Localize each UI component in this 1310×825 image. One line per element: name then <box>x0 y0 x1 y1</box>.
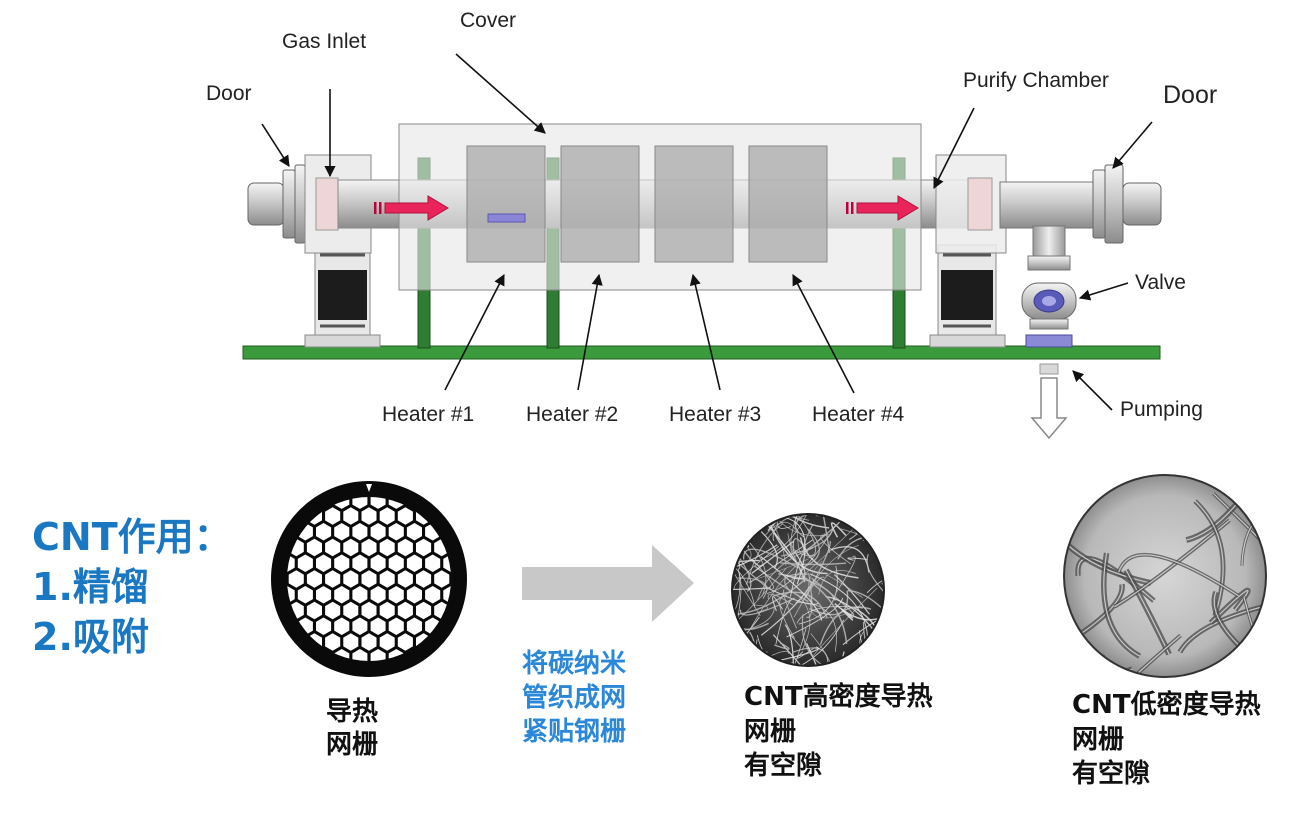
heaters <box>466 145 828 263</box>
sample-boat <box>487 213 526 223</box>
process-description: 将碳纳米 管织成网 紧贴钢栅 <box>522 648 626 749</box>
process-arrow-icon <box>522 545 694 622</box>
right-end <box>935 154 1162 254</box>
cnt-function-item-2: 2.吸附 <box>32 615 149 660</box>
cnt-function-heading: CNT作用： <box>32 515 232 559</box>
high-density-cnt-image <box>731 513 885 667</box>
flow-arrows <box>374 195 919 221</box>
tem-grid-icon <box>271 481 467 677</box>
process-line: 管织成网 <box>522 682 627 713</box>
process-line: 将碳纳米 <box>522 649 627 679</box>
heater-3 <box>654 145 734 263</box>
heater-4 <box>748 145 828 263</box>
label-heater-1: Heater #1 <box>382 403 474 426</box>
label-valve: Valve <box>1135 271 1186 294</box>
low-density-caption-line: CNT低密度导热 <box>1072 690 1261 720</box>
grid-caption-line: 导热 <box>326 697 379 727</box>
heater-1 <box>466 145 546 263</box>
heater-2 <box>560 145 640 263</box>
label-heater-4: Heater #4 <box>812 403 905 426</box>
cnt-function-title: CNT作用： 1.精馏 2.吸附 <box>32 512 232 662</box>
high-density-caption-line: 有空隙 <box>744 751 823 782</box>
label-door-left: Door <box>206 82 252 105</box>
right-support <box>929 244 1006 348</box>
low-density-caption: CNT低密度导热 网栅 有空隙 <box>1072 688 1261 792</box>
grid-caption: 导热 网栅 <box>326 696 378 761</box>
furnace-diagram: Cover Gas Inlet Door Purify Chamber Door… <box>206 9 1217 440</box>
label-heater-2: Heater #2 <box>526 403 618 426</box>
label-purify-chamber: Purify Chamber <box>963 69 1109 92</box>
process-line: 紧贴钢栅 <box>522 716 627 747</box>
cnt-function-item-1: 1.精馏 <box>32 565 149 610</box>
cnt-graphics <box>271 474 1267 678</box>
label-door-right: Door <box>1163 81 1217 109</box>
label-heater-3: Heater #3 <box>669 403 761 426</box>
left-support <box>304 244 381 348</box>
label-gas-inlet: Gas Inlet <box>282 30 366 53</box>
grid-caption-line: 网栅 <box>326 729 379 760</box>
high-density-caption-line: 网栅 <box>744 716 797 747</box>
low-density-caption-line: 网栅 <box>1072 724 1125 755</box>
high-density-caption-line: CNT高密度导热 <box>744 682 933 712</box>
high-density-caption: CNT高密度导热 网栅 有空隙 <box>744 680 933 784</box>
label-pumping: Pumping <box>1120 398 1203 421</box>
label-cover: Cover <box>460 9 516 32</box>
valve-assembly <box>1021 225 1077 440</box>
base-plate <box>242 345 1161 360</box>
leader-lines <box>261 53 1153 411</box>
low-density-caption-line: 有空隙 <box>1072 759 1151 790</box>
